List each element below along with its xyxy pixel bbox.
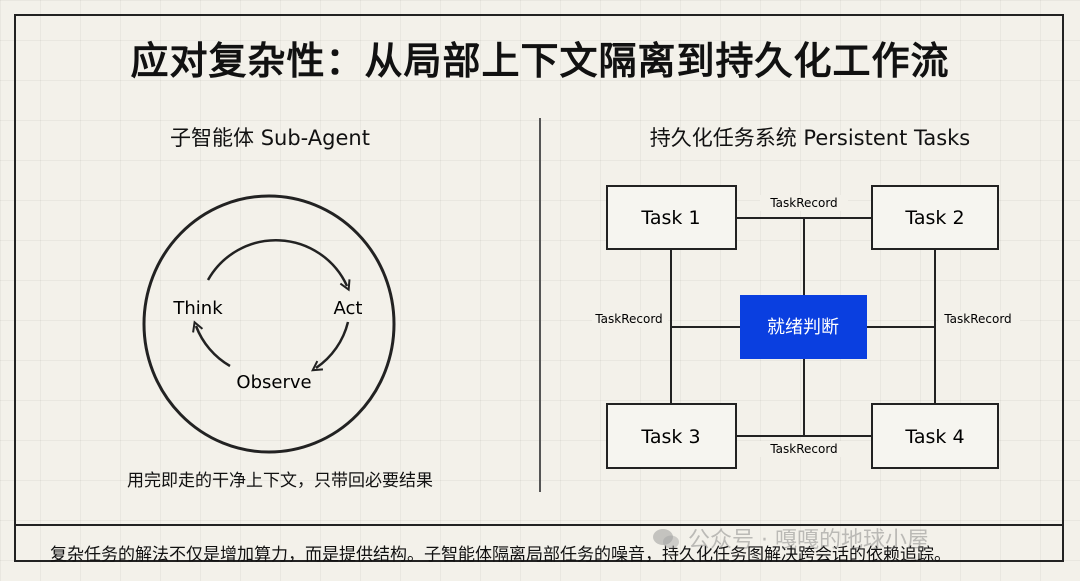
edge-label-top: TaskRecord [769, 196, 837, 210]
sub-agent-caption: 用完即走的干净上下文，只带回必要结果 [127, 471, 433, 491]
task-box-4 [871, 403, 999, 469]
watermark: 公众号 · 嘎嘎的地球小屋 [652, 522, 929, 554]
task-box-2 [871, 185, 999, 250]
task-label-4: Task 4 [904, 426, 964, 448]
edge-label-right: TaskRecord [943, 312, 1011, 326]
panel-divider [539, 118, 541, 492]
persistent-tasks-heading: 持久化任务系统 Persistent Tasks [649, 126, 971, 150]
page-title: 应对复杂性：从局部上下文隔离到持久化工作流 [130, 39, 950, 83]
loop-arrow-think-to-act [206, 239, 347, 286]
readiness-check-label: 就绪判断 [767, 317, 839, 338]
watermark-text: 公众号 · 嘎嘎的地球小屋 [688, 528, 929, 553]
task-box-1 [606, 185, 737, 250]
readiness-check-box [740, 295, 867, 359]
sub-agent-boundary-circle [142, 194, 396, 454]
task-label-2: Task 2 [904, 207, 964, 229]
task-label-3: Task 3 [640, 426, 700, 448]
loop-label-think: Think [172, 298, 223, 319]
footer-bar [16, 524, 1062, 560]
loop-arrow-act-to-observe [316, 321, 350, 368]
footer-summary: 复杂任务的解法不仅是增加算力，而是提供结构。子智能体隔离局部任务的噪音，持久化任… [50, 545, 951, 565]
task-box-3 [606, 403, 737, 469]
loop-label-act: Act [334, 298, 363, 319]
outer-frame [14, 14, 1064, 562]
task-label-1: Task 1 [640, 207, 700, 229]
wechat-icon [653, 529, 679, 549]
edge-label-bottom: TaskRecord [769, 442, 837, 456]
loop-label-observe: Observe [236, 372, 311, 393]
loop-arrow-observe-to-think [196, 326, 231, 368]
sub-agent-heading: 子智能体 Sub-Agent [170, 126, 370, 150]
edge-label-left: TaskRecord [594, 312, 662, 326]
